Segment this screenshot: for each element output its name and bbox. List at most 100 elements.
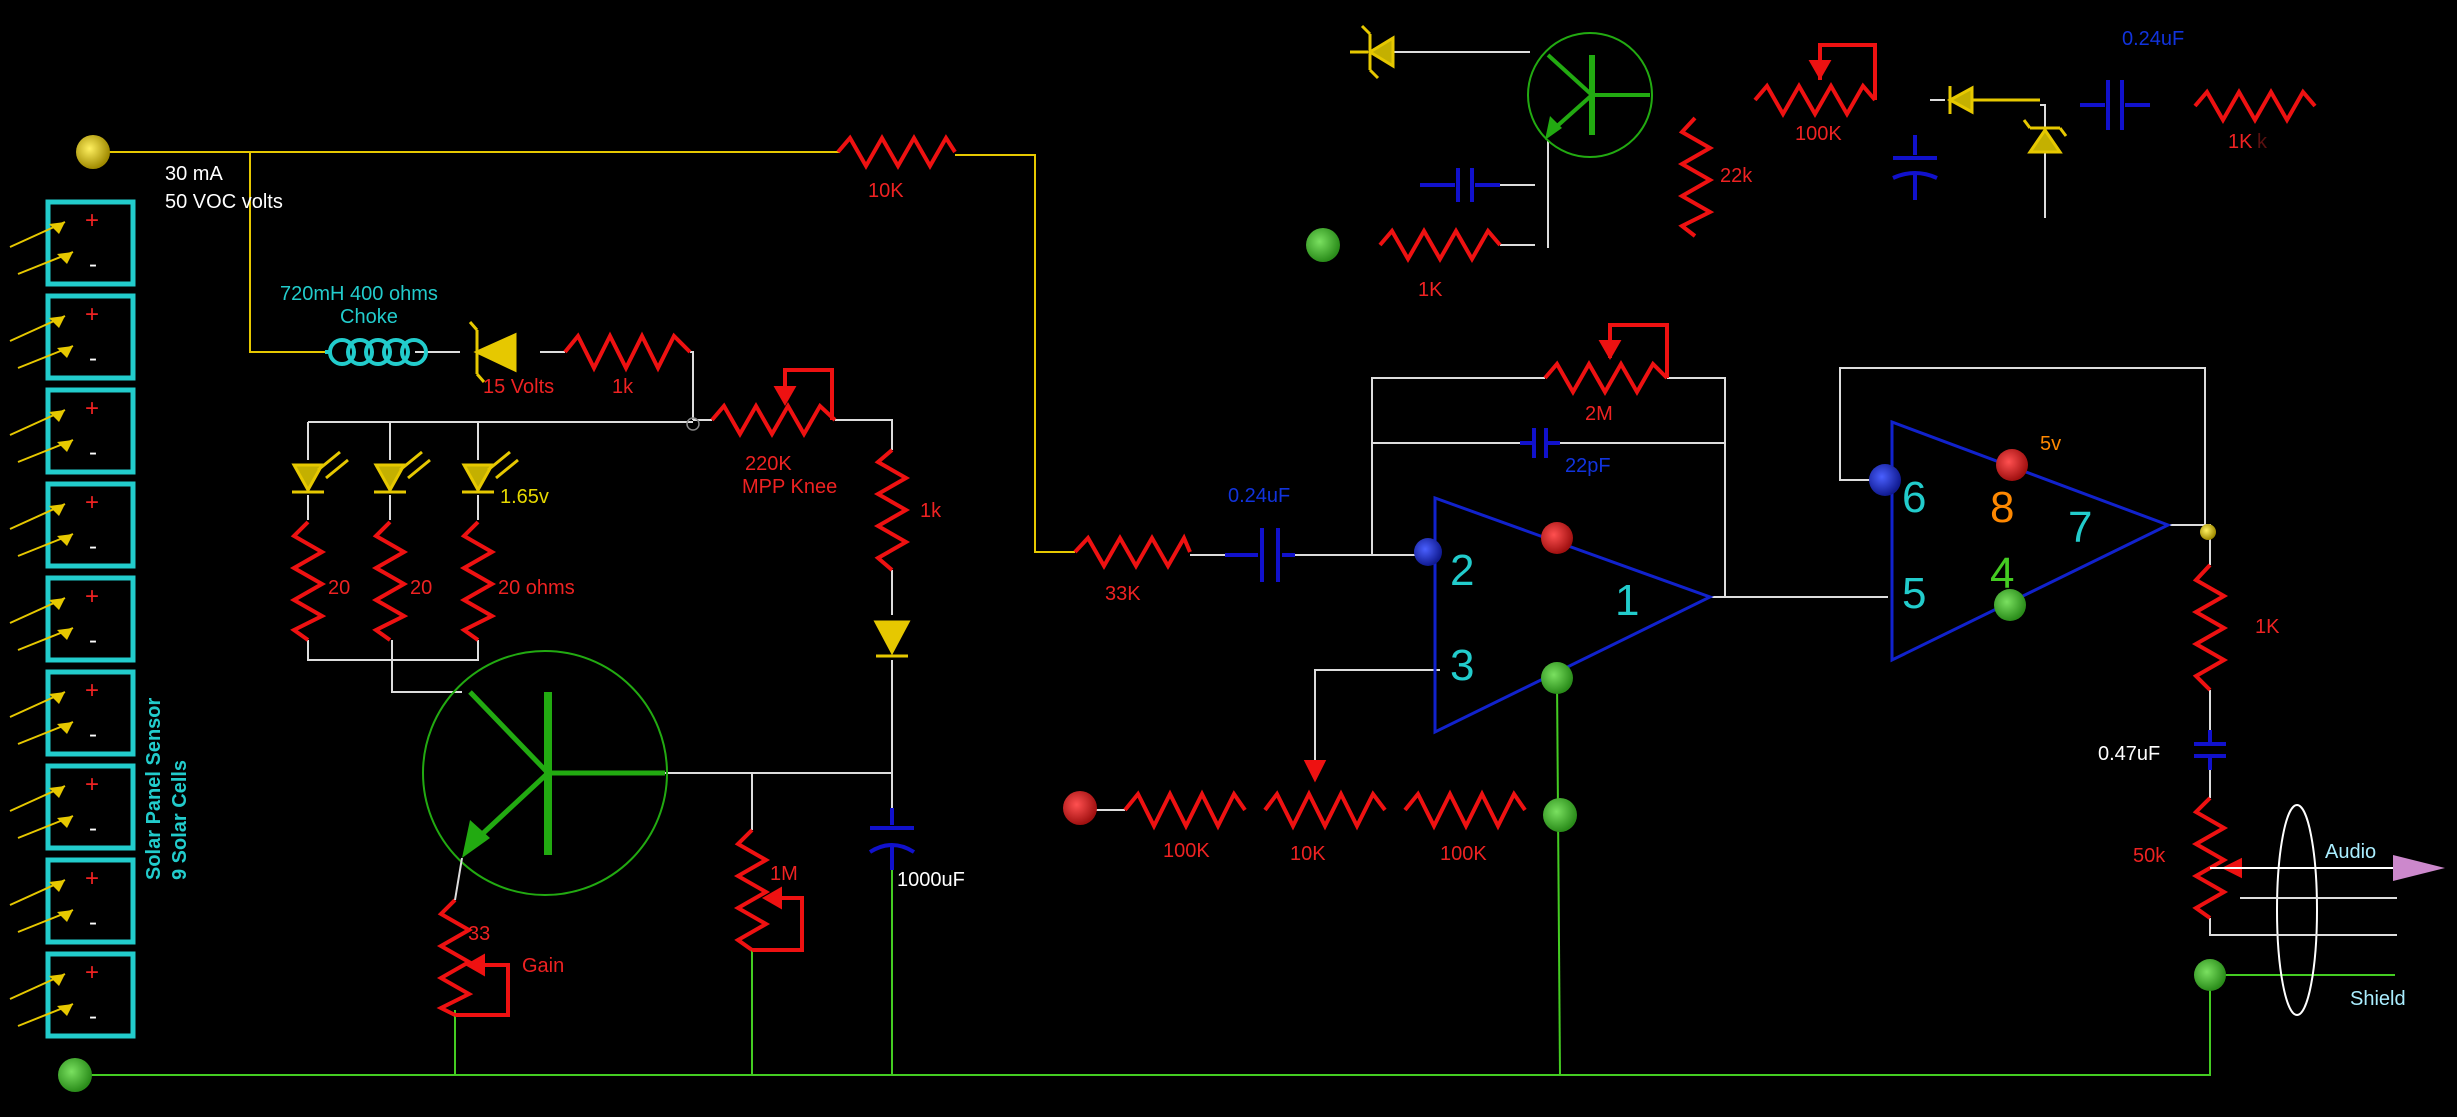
- node-top-source: [76, 135, 110, 169]
- label-audio: Audio: [2325, 841, 2376, 863]
- pot-33-gain: [436, 898, 510, 1017]
- cap-legend-b: [1892, 135, 1938, 200]
- label-10k: 10K: [868, 180, 904, 202]
- label-mpp-knee: MPP Knee: [742, 476, 837, 498]
- light-arrows-icon: [9, 691, 74, 745]
- label-1000uf: 1000uF: [897, 869, 965, 891]
- wire-ground-rail: [75, 975, 2211, 1076]
- label-legend-22k: 22k: [1720, 165, 1753, 187]
- sensor-subtitle: 9 Solar Cells: [169, 760, 191, 880]
- wire-10k-to-33k: [955, 154, 1075, 553]
- cell-minus-sign: -: [89, 439, 97, 466]
- diode-legend-c: [2022, 119, 2068, 154]
- node-junction-220k: [686, 417, 700, 431]
- led-3: [461, 450, 519, 494]
- solar-cell: +-: [9, 199, 136, 287]
- node-opamp1-vcc: [1541, 522, 1573, 554]
- resistor-legend-1k-right: [2193, 87, 2317, 125]
- light-arrows-icon: [9, 409, 74, 463]
- opamp1-pin-2: 2: [1450, 546, 1474, 595]
- label-legend-1k: 1K: [1418, 279, 1443, 301]
- node-opamp1-inv: [1414, 538, 1442, 566]
- cell-minus-sign: -: [89, 251, 97, 278]
- pot-50k: [2191, 796, 2242, 920]
- solar-cell: +-: [9, 481, 136, 569]
- node-opamp2-6: [1869, 464, 1901, 496]
- node-opamp2-out: [2200, 524, 2216, 540]
- label-20c: 20 ohms: [498, 577, 575, 599]
- cell-minus-sign: -: [89, 627, 97, 654]
- node-opamp2-8: [1996, 449, 2028, 481]
- pot-10k: [1263, 760, 1387, 831]
- solar-cell: +-: [9, 857, 136, 945]
- resistor-20-a: [289, 520, 327, 642]
- zener-legend-a: [1350, 24, 1395, 80]
- label-10k-pot: 10K: [1290, 843, 1326, 865]
- light-arrows-icon: [9, 221, 74, 275]
- label-33k: 33K: [1105, 583, 1141, 605]
- transistor-legend: [1527, 32, 1653, 158]
- audio-arrow: [2393, 855, 2445, 881]
- opamp2-pin-7: 7: [2068, 503, 2092, 552]
- transistor-main: [422, 650, 668, 901]
- label-legend-100k: 100K: [1795, 123, 1842, 145]
- cell-plus-sign: +: [85, 865, 99, 892]
- pot-2m: [1543, 323, 1669, 397]
- node-pot-right-gnd: [1543, 798, 1577, 832]
- light-arrows-icon: [9, 503, 74, 557]
- pot-legend-100k: [1753, 43, 1877, 119]
- label-legend-1k-ghost: k: [2257, 131, 2268, 153]
- label-1k-out: 1K: [2255, 616, 2280, 638]
- cell-minus-sign: -: [89, 815, 97, 842]
- opamp1-pin-3: 3: [1450, 641, 1474, 690]
- wire-noninv-to-pot: [1314, 669, 1440, 775]
- cap-22pf: [1520, 428, 1560, 458]
- solar-cell: +-: [9, 387, 136, 475]
- sensor-title-group: Solar Panel Sensor 9 Solar Cells: [143, 697, 191, 880]
- cell-plus-sign: +: [85, 771, 99, 798]
- resistor-20-b: [371, 520, 409, 642]
- label-legend-1k-right: 1K: [2228, 131, 2253, 153]
- solar-cell: +-: [9, 575, 136, 663]
- opamp-1: 2 3 1: [1433, 495, 1714, 735]
- solar-panel: +-+-+-+-+-+-+-+-+-: [9, 199, 136, 1039]
- led-1: [291, 450, 349, 494]
- resistor-1k-out: [2191, 563, 2229, 692]
- light-arrows-icon: [9, 597, 74, 651]
- resistor-1k-top: [563, 331, 692, 373]
- opamp-2: 6 8 7 5 4: [1890, 419, 2172, 663]
- node-legend-gnd: [1306, 228, 1340, 262]
- resistor-legend-22k: [1677, 116, 1715, 238]
- label-5v: 5v: [2040, 433, 2061, 455]
- cell-plus-sign: +: [85, 959, 99, 986]
- led-2: [373, 450, 431, 494]
- resistor-10k: [836, 133, 957, 171]
- label-20a: 20: [328, 577, 350, 599]
- node-opamp2-4: [1994, 589, 2026, 621]
- label-shield: Shield: [2350, 988, 2406, 1010]
- opamp2-pin-8: 8: [1990, 483, 2014, 532]
- solar-cell: +-: [9, 669, 136, 757]
- node-opamp1-gnd: [1541, 662, 1573, 694]
- label-1k-mid: 1k: [920, 500, 942, 522]
- solar-cell: +-: [9, 763, 136, 851]
- zener-diode-15v: [468, 321, 517, 383]
- cap-legend-a: [1420, 168, 1500, 202]
- sensor-title: Solar Panel Sensor: [143, 697, 165, 880]
- cell-plus-sign: +: [85, 677, 99, 704]
- wire-r20-to-base: [391, 640, 462, 693]
- label-20b: 20: [410, 577, 432, 599]
- label-100k-b: 100K: [1440, 843, 1487, 865]
- cap-024uf-input: [1225, 528, 1295, 582]
- zener-legend-b: [1946, 85, 2040, 115]
- wire-opamp2-feedback: [1839, 367, 2206, 525]
- solar-cell: +-: [9, 951, 136, 1039]
- cell-plus-sign: +: [85, 301, 99, 328]
- wire-opamp1-gnd: [1556, 679, 1561, 1076]
- resistor-33k: [1073, 533, 1192, 571]
- label-220k: 220K: [745, 453, 792, 475]
- cell-minus-sign: -: [89, 345, 97, 372]
- cap-047uf: [2194, 730, 2226, 770]
- label-gain: Gain: [522, 955, 564, 977]
- label-22pf: 22pF: [1565, 455, 1611, 477]
